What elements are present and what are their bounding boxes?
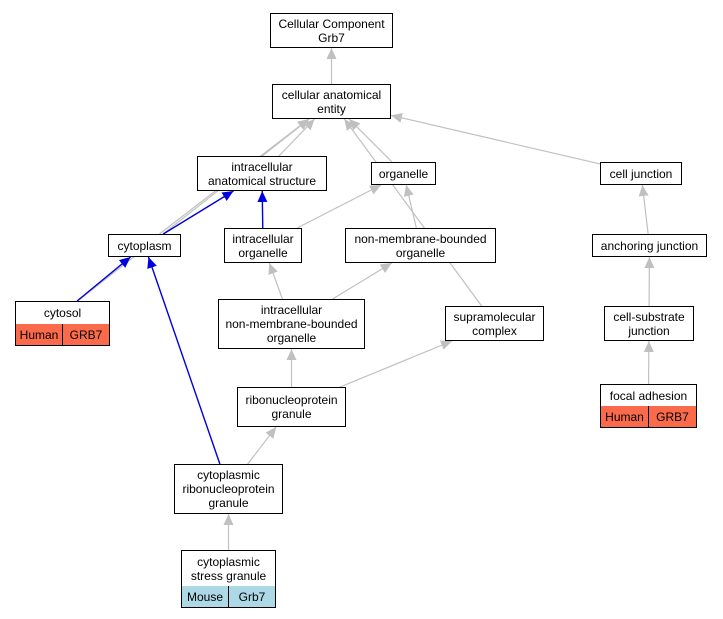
node-label-line: cell junction [609, 166, 673, 181]
node-label-line: organelle [395, 245, 446, 260]
edge-organelle-to-cellular-anatomical-entity [348, 118, 393, 163]
edge-cytosol-to-cytoplasm [76, 256, 131, 302]
annotation-gene[interactable]: GRB7 [62, 324, 109, 345]
edge-cytoplasm-to-intracellular-anatomical-structure [162, 190, 234, 235]
edge-intracellular-non-membrane-bounded-organelle-to-non-membrane-bounded-organelle [332, 262, 393, 300]
edge-intracellular-non-membrane-bounded-organelle-to-intracellular-organelle [268, 262, 283, 300]
edge-cytosol-to-cellular-anatomical-entity [77, 118, 310, 302]
annotation-gene[interactable]: GRB7 [648, 406, 696, 427]
node-label-line: intracellular [231, 159, 293, 174]
node-label-line: cytoplasmic [197, 554, 260, 569]
edge-cytoplasmic-ribonucleoprotein-granule-to-cytoplasm [147, 256, 221, 465]
edge-ribonucleoprotein-granule-to-supramolecular-complex [339, 340, 453, 388]
node-label-line: organelle [378, 166, 429, 181]
node-label-line: supramolecular [453, 309, 536, 324]
edge-cell-junction-to-cellular-anatomical-entity [390, 112, 601, 165]
node-label-line: organelle [266, 331, 317, 345]
node-label-line: cellular anatomical [281, 87, 382, 102]
node-organelle[interactable]: organelle [371, 162, 436, 185]
node-label-line: junction [628, 323, 670, 338]
annotation-gene[interactable]: Grb7 [228, 586, 275, 607]
node-label-line: cytoplasm [117, 238, 172, 253]
node-intracellular-organelle[interactable]: intracellular organelle [224, 228, 302, 263]
node-label-line: granule [271, 407, 312, 421]
edge-intracellular-organelle-to-organelle [296, 184, 382, 229]
annotation-species[interactable]: Mouse [182, 586, 228, 607]
node-label-line: entity [317, 101, 346, 116]
node-cytosol[interactable]: cytosol [15, 301, 110, 325]
node-cellular-component-grb7[interactable]: Cellular Component Grb7 [270, 13, 393, 48]
annotation-focal-adhesion: Human GRB7 [600, 406, 697, 428]
node-label-line: cytoplasmic [197, 468, 260, 482]
node-intracellular-anatomical-structure[interactable]: intracellular anatomical structure [197, 156, 327, 191]
node-cellular-anatomical-entity[interactable]: cellular anatomical entity [272, 84, 391, 119]
node-focal-adhesion[interactable]: focal adhesion [600, 384, 697, 407]
node-label-line: anchoring junction [600, 238, 699, 253]
node-label-line: Cellular Component [278, 16, 385, 31]
edge-anchoring-junction-to-cell-junction [638, 184, 649, 235]
node-label-line: focal adhesion [609, 388, 688, 403]
node-ribonucleoprotein-granule[interactable]: ribonucleoprotein granule [237, 387, 346, 427]
node-cytoplasmic-stress-granule[interactable]: cytoplasmic stress granule [181, 550, 276, 587]
node-anchoring-junction[interactable]: anchoring junction [592, 234, 707, 257]
node-cell-junction[interactable]: cell junction [600, 162, 682, 185]
node-label-line: non-membrane-bounded [225, 317, 358, 331]
node-cell-substrate-junction[interactable]: cell-substrate junction [604, 306, 694, 341]
edge-non-membrane-bounded-organelle-to-organelle [403, 184, 417, 229]
node-label-line: cell-substrate [613, 309, 685, 324]
node-label-line: non-membrane-bounded [354, 231, 487, 246]
node-cytoplasm[interactable]: cytoplasm [108, 234, 181, 257]
node-label-line: stress granule [190, 568, 267, 583]
annotation-species[interactable]: Human [16, 324, 62, 345]
annotation-cytoplasmic-stress-granule: Mouse Grb7 [181, 586, 276, 608]
node-cytoplasmic-ribonucleoprotein-granule[interactable]: cytoplasmic ribonucleoprotein granule [174, 464, 283, 514]
node-label-line: intracellular [232, 231, 294, 246]
node-non-membrane-bounded-organelle[interactable]: non-membrane-bounded organelle [345, 228, 496, 263]
node-supramolecular-complex[interactable]: supramolecular complex [445, 306, 544, 341]
node-intracellular-non-membrane-bounded-organelle[interactable]: intracellular non-membrane-bounded organ… [218, 299, 365, 349]
node-label-line: organelle [238, 245, 288, 260]
node-label-line: ribonucleoprotein [182, 482, 275, 496]
node-label-line: anatomical structure [207, 173, 317, 188]
edge-cytoplasmic-ribonucleoprotein-granule-to-ribonucleoprotein-granule [247, 426, 277, 465]
annotation-species[interactable]: Human [601, 406, 648, 427]
node-label-line: intracellular [260, 303, 323, 317]
node-label-line: ribonucleoprotein [245, 393, 338, 407]
node-label-line: cytosol [43, 306, 82, 320]
node-label-line: Grb7 [318, 30, 345, 45]
annotation-cytosol: Human GRB7 [15, 324, 110, 346]
edge-intracellular-organelle-to-intracellular-anatomical-structure [257, 190, 268, 229]
node-label-line: granule [208, 496, 249, 510]
node-label-line: complex [472, 323, 517, 338]
